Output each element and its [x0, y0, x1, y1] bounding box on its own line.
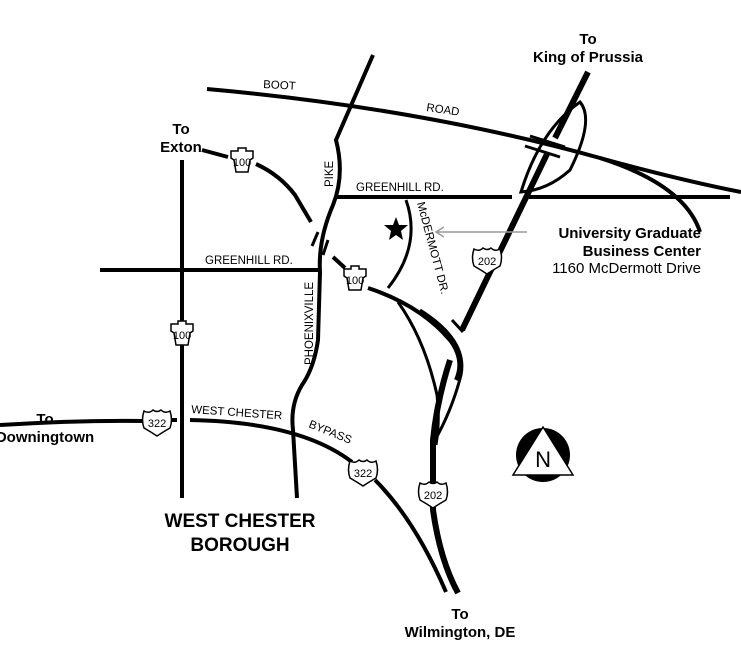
- svg-text:Exton: Exton: [160, 139, 202, 156]
- svg-text:Downingtown: Downingtown: [0, 429, 94, 446]
- svg-text:BOROUGH: BOROUGH: [190, 535, 289, 556]
- boot-road-east: [599, 156, 741, 194]
- svg-text:322: 322: [148, 418, 166, 430]
- us-322-shield-bypass: 322: [347, 459, 379, 487]
- label-road: ROAD: [426, 102, 461, 119]
- label-greenhill-upper: GREENHILL RD.: [356, 182, 444, 194]
- location-label: University Graduate Business Center 1160…: [552, 225, 701, 277]
- svg-text:To: To: [172, 121, 189, 138]
- pa-100-shield-exton: 100: [230, 147, 254, 173]
- north-compass-icon: N: [511, 425, 575, 482]
- svg-text:King of Prussia: King of Prussia: [533, 49, 644, 66]
- dest-downingtown: To Downingtown: [0, 411, 94, 446]
- label-boot: BOOT: [263, 79, 296, 93]
- pa-100-shield-vertical: 100: [170, 320, 194, 346]
- label-mcdermott: McDERMOTT DR.: [414, 201, 450, 296]
- west-chester-bypass: [0, 418, 448, 593]
- pa-100-shield-east: 100: [343, 265, 367, 291]
- svg-text:100: 100: [233, 157, 251, 169]
- dest-king-of-prussia: To King of Prussia: [533, 31, 644, 66]
- svg-text:100: 100: [173, 330, 191, 342]
- svg-text:To: To: [36, 411, 53, 428]
- dest-exton: To Exton: [160, 121, 202, 156]
- label-pike: PIKE: [324, 160, 336, 187]
- bridge-marks: [310, 134, 566, 344]
- svg-text:322: 322: [354, 468, 372, 480]
- star-icon: [384, 217, 408, 240]
- svg-text:202: 202: [478, 256, 496, 268]
- us-202-south: [430, 359, 461, 595]
- label-phoenixville: PHOENIXVILLE: [304, 282, 316, 365]
- interchange-ramp-south: [396, 301, 440, 446]
- us-202-shield-north: 202: [471, 247, 503, 275]
- dest-wilmington: To Wilmington, DE: [405, 606, 516, 641]
- mcdermott-dr: [386, 199, 413, 289]
- route-100-exton: [201, 148, 313, 224]
- svg-text:202: 202: [424, 490, 442, 502]
- svg-text:N: N: [535, 447, 551, 472]
- label-greenhill-lower: GREENHILL RD.: [205, 255, 293, 267]
- us-322-shield-west: 322: [141, 409, 173, 437]
- svg-text:Business Center: Business Center: [583, 243, 702, 260]
- us-202: [459, 70, 591, 332]
- svg-text:100: 100: [346, 275, 364, 287]
- svg-text:Wilmington, DE: Wilmington, DE: [405, 624, 516, 641]
- svg-text:To: To: [451, 606, 468, 623]
- svg-text:University Graduate: University Graduate: [558, 225, 701, 242]
- interchange-loop-north: [518, 99, 588, 194]
- svg-text:To: To: [579, 31, 596, 48]
- interchange-ramp-west: [419, 308, 464, 441]
- svg-text:1160 McDermott Drive: 1160 McDermott Drive: [552, 260, 701, 277]
- location-arrow: [434, 226, 527, 238]
- svg-text:WEST CHESTER: WEST CHESTER: [165, 511, 316, 532]
- us-202-shield-south: 202: [417, 481, 449, 509]
- borough-label: WEST CHESTER BOROUGH: [165, 511, 316, 556]
